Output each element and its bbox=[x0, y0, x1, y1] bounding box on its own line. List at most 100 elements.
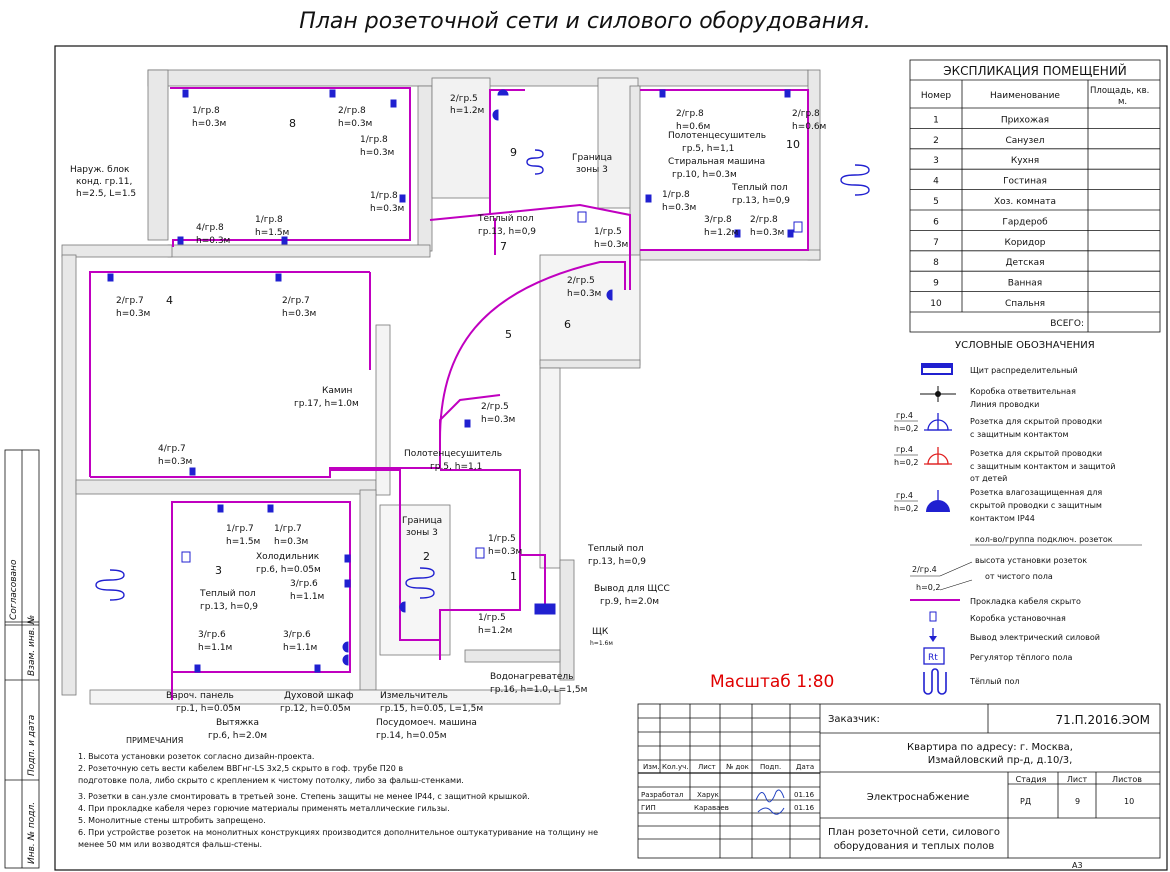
room-number: 4 bbox=[166, 294, 173, 307]
svg-text:гр.1, h=0.05м: гр.1, h=0.05м bbox=[176, 704, 241, 714]
svg-text:h=0.6м: h=0.6м bbox=[792, 122, 826, 132]
explication-row-number: 2 bbox=[933, 136, 939, 146]
explication-table: ЭКСПЛИКАЦИЯ ПОМЕЩЕНИЙ Номер Наименование… bbox=[909, 59, 1161, 333]
svg-text:h=0.3м: h=0.3м bbox=[116, 309, 150, 319]
svg-text:Розетка для скрытой проводки: Розетка для скрытой проводки bbox=[970, 417, 1102, 426]
svg-text:01.16: 01.16 bbox=[794, 804, 815, 812]
socket-icon bbox=[107, 273, 114, 282]
explication-row-name: Спальня bbox=[1005, 299, 1045, 309]
svg-text:10: 10 bbox=[1124, 797, 1134, 806]
sheet-title: План розеточной сети и силового оборудов… bbox=[299, 9, 870, 34]
socket-icon bbox=[344, 554, 351, 563]
svg-text:Полотенцесушитель: Полотенцесушитель bbox=[668, 131, 766, 141]
svg-text:2/гр.8: 2/гр.8 bbox=[750, 215, 778, 225]
svg-text:гр.4: гр.4 bbox=[896, 491, 913, 500]
explication-row-number: 1 bbox=[933, 115, 939, 125]
svg-text:Камин: Камин bbox=[322, 386, 353, 396]
explication-row-number: 8 bbox=[933, 258, 939, 268]
svg-text:1/гр.8: 1/гр.8 bbox=[360, 135, 388, 145]
svg-text:9: 9 bbox=[1075, 797, 1080, 806]
socket-icon bbox=[787, 229, 794, 238]
sheet-format: А3 bbox=[1072, 861, 1083, 870]
explication-row-number: 10 bbox=[930, 299, 942, 309]
explication-row-number: 6 bbox=[933, 217, 939, 227]
svg-text:h=1.1м: h=1.1м bbox=[283, 643, 317, 653]
thermostat-icon bbox=[181, 551, 191, 563]
moisture-socket-icon bbox=[342, 654, 349, 666]
svg-text:2/гр.8: 2/гр.8 bbox=[338, 106, 366, 116]
scale-label: Масштаб 1:80 bbox=[710, 672, 834, 692]
svg-text:h=0,2: h=0,2 bbox=[894, 424, 919, 433]
svg-text:м.: м. bbox=[1118, 97, 1127, 107]
socket-icon bbox=[464, 419, 471, 428]
svg-text:гр.6, h=0.05м: гр.6, h=0.05м bbox=[256, 565, 321, 575]
svg-text:кол-во/группа подключ. розеток: кол-во/группа подключ. розеток bbox=[975, 535, 1113, 544]
svg-text:2. Розеточную сеть вести каб: 2. Розеточную сеть вести кабелем ВВГнг-L… bbox=[78, 764, 403, 773]
socket-icon bbox=[189, 467, 196, 476]
svg-text:3/гр.6: 3/гр.6 bbox=[198, 630, 226, 640]
socket-marks bbox=[107, 89, 803, 673]
svg-text:гр.14, h=0.05м: гр.14, h=0.05м bbox=[376, 731, 447, 741]
svg-text:Вароч. панель: Вароч. панель bbox=[166, 691, 234, 701]
svg-text:2/гр.4: 2/гр.4 bbox=[912, 565, 937, 574]
address-line-1: Квартира по адресу: г. Москва, bbox=[907, 742, 1073, 753]
room-number: 6 bbox=[564, 318, 571, 331]
moisture-socket-icon bbox=[497, 89, 509, 96]
title-block: Заказчик: 71.П.2016.ЭОМ Квартира по адре… bbox=[637, 703, 1161, 870]
svg-text:Коробка установочная: Коробка установочная bbox=[970, 614, 1066, 623]
svg-text:01.16: 01.16 bbox=[794, 791, 815, 799]
explication-row-name: Кухня bbox=[1011, 156, 1039, 166]
svg-text:Посудомоеч. машина: Посудомоеч. машина bbox=[376, 718, 477, 728]
svg-text:Наименование: Наименование bbox=[990, 91, 1060, 101]
svg-text:3. Розетки в сан.узле смонти: 3. Розетки в сан.узле смонтировать в тре… bbox=[78, 792, 530, 801]
svg-text:2/гр.5: 2/гр.5 bbox=[450, 94, 478, 104]
svg-text:подготовке пола, либо скрыто с: подготовке пола, либо скрыто с крепление… bbox=[78, 776, 464, 785]
socket-icon bbox=[344, 579, 351, 588]
svg-text:Подп.: Подп. bbox=[760, 763, 781, 771]
legend: УСЛОВНЫЕ ОБОЗНАЧЕНИЯ Щит распределительн… bbox=[894, 340, 1142, 695]
explication-row-name: Детская bbox=[1005, 258, 1044, 268]
svg-text:Холодильник: Холодильник bbox=[256, 552, 320, 562]
room-number: 10 bbox=[786, 138, 800, 151]
room-number: 7 bbox=[500, 240, 507, 253]
svg-text:1/гр.8: 1/гр.8 bbox=[192, 106, 220, 116]
svg-text:2/гр.5: 2/гр.5 bbox=[481, 402, 509, 412]
svg-text:Разработал: Разработал bbox=[641, 791, 683, 799]
plan-labels: 1/гр.8 h=0.3м 2/гр.8 h=0.3м 1/гр.8 h=0.3м 1… bbox=[70, 94, 826, 741]
svg-text:3/гр.8: 3/гр.8 bbox=[704, 215, 732, 225]
svg-text:h=0.6м: h=0.6м bbox=[676, 122, 710, 132]
room-number: 2 bbox=[423, 550, 430, 563]
svg-text:2/гр.8: 2/гр.8 bbox=[792, 109, 820, 119]
svg-text:Харук: Харук bbox=[697, 791, 719, 799]
thermostat-icon bbox=[577, 211, 587, 223]
svg-text:Теплый пол: Теплый пол bbox=[199, 589, 256, 599]
svg-text:h=1.6м: h=1.6м bbox=[590, 640, 613, 647]
svg-text:гр.4: гр.4 bbox=[896, 411, 913, 420]
explication-title: ЭКСПЛИКАЦИЯ ПОМЕЩЕНИЙ bbox=[943, 63, 1127, 78]
svg-text:h=0.3м: h=0.3м bbox=[192, 119, 226, 129]
approved-label: Согласовано bbox=[9, 559, 19, 620]
room-number: 8 bbox=[289, 117, 296, 130]
svg-text:Щит распределительный: Щит распределительный bbox=[970, 366, 1078, 375]
svg-text:2/гр.5: 2/гр.5 bbox=[567, 276, 595, 286]
panel-icon bbox=[534, 603, 556, 615]
svg-text:Коробка ответвительная: Коробка ответвительная bbox=[970, 387, 1076, 396]
area-header: Площадь, кв. bbox=[1090, 86, 1149, 96]
svg-text:Прокладка кабеля скрыто: Прокладка кабеля скрыто bbox=[970, 597, 1081, 606]
svg-text:с защитным контактом: с защитным контактом bbox=[970, 430, 1069, 439]
svg-text:Полотенцесушитель: Полотенцесушитель bbox=[404, 449, 502, 459]
explication-row-name: Коридор bbox=[1005, 238, 1046, 248]
svg-text:от чистого пола: от чистого пола bbox=[985, 572, 1053, 581]
warm-floor-coils bbox=[95, 149, 870, 601]
svg-text:Вывод для ЩСС: Вывод для ЩСС bbox=[594, 584, 670, 594]
socket-icon bbox=[734, 229, 741, 238]
thermostat-icon bbox=[793, 221, 803, 233]
svg-text:h=0.3м: h=0.3м bbox=[594, 240, 628, 250]
svg-text:от детей: от детей bbox=[970, 474, 1007, 483]
svg-text:h=0.3м: h=0.3м bbox=[360, 148, 394, 158]
svg-text:контактом IP44: контактом IP44 bbox=[970, 514, 1035, 523]
svg-text:h=0.3м: h=0.3м bbox=[282, 309, 316, 319]
svg-text:2/гр.8: 2/гр.8 bbox=[676, 109, 704, 119]
svg-text:h=0.3м: h=0.3м bbox=[567, 289, 601, 299]
